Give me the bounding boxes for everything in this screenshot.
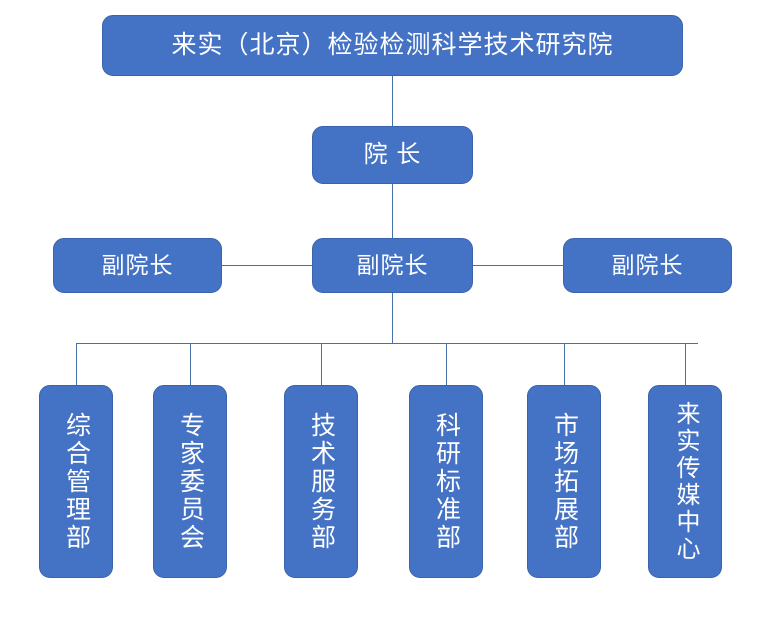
- connector-vp-right-link: [473, 265, 563, 266]
- connector-department-drop-5: [564, 343, 565, 385]
- connector-department-drop-1: [76, 343, 77, 385]
- node-president[interactable]: 院 长: [312, 126, 473, 184]
- node-department-research-standards-label: 科研标准部: [432, 411, 461, 552]
- connector-vp-center-down: [392, 293, 393, 343]
- node-vice-president-left-label: 副院长: [101, 252, 174, 279]
- node-institute-label: 来实（北京）检验检测科学技术研究院: [171, 31, 614, 60]
- connector-department-bus: [76, 343, 698, 344]
- node-department-expert-committee[interactable]: 专家委员会: [153, 385, 227, 578]
- node-president-label: 院 长: [363, 141, 422, 169]
- connector-department-drop-4: [446, 343, 447, 385]
- node-department-general-management-label: 综合管理部: [62, 411, 91, 552]
- node-vice-president-center-label: 副院长: [356, 252, 429, 279]
- node-department-expert-committee-label: 专家委员会: [176, 411, 205, 552]
- connector-department-drop-6: [685, 343, 686, 385]
- connector-department-drop-2: [190, 343, 191, 385]
- connector-root-to-president: [392, 76, 393, 126]
- node-department-market-development-label: 市场拓展部: [550, 411, 579, 552]
- node-vice-president-center[interactable]: 副院长: [312, 238, 473, 293]
- node-vice-president-right[interactable]: 副院长: [563, 238, 732, 293]
- node-department-technical-service-label: 技术服务部: [307, 411, 336, 552]
- connector-president-down: [392, 184, 393, 238]
- connector-vp-left-link: [222, 265, 312, 266]
- node-department-technical-service[interactable]: 技术服务部: [284, 385, 358, 578]
- node-vice-president-left[interactable]: 副院长: [53, 238, 222, 293]
- connector-department-drop-3: [321, 343, 322, 385]
- node-department-research-standards[interactable]: 科研标准部: [409, 385, 483, 578]
- node-department-market-development[interactable]: 市场拓展部: [527, 385, 601, 578]
- node-institute[interactable]: 来实（北京）检验检测科学技术研究院: [102, 15, 683, 76]
- node-department-media-center-label: 来实传媒中心: [672, 400, 699, 563]
- node-vice-president-right-label: 副院长: [611, 252, 684, 279]
- node-department-general-management[interactable]: 综合管理部: [39, 385, 113, 578]
- node-department-media-center[interactable]: 来实传媒中心: [648, 385, 722, 578]
